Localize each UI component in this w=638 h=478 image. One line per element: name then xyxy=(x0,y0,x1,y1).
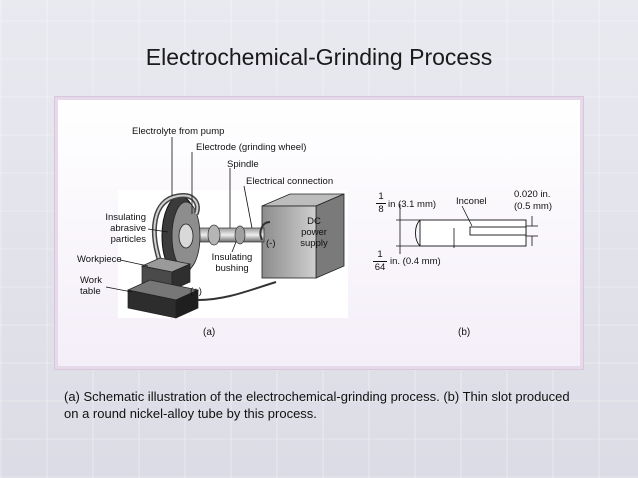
label-dim-64th-inch: in. (0.4 mm) xyxy=(390,256,441,267)
label-dc-power-supply: DC power supply xyxy=(300,216,328,249)
electrolyte-tube-highlight xyxy=(153,194,199,263)
label-slot-width-inch: 0.020 in. xyxy=(514,189,551,200)
label-workpiece: Workpiece xyxy=(77,254,122,265)
label-electrode: Electrode (grinding wheel) xyxy=(196,142,307,153)
fraction-64-denominator: 64 xyxy=(374,262,386,273)
fraction-64-numerator: 1 xyxy=(377,249,383,260)
spindle-shaft xyxy=(195,224,265,246)
slide-title: Electrochemical-Grinding Process xyxy=(145,44,493,70)
label-work-table: Work table xyxy=(80,275,102,297)
dimension-lines xyxy=(396,204,538,254)
fraction-bar xyxy=(376,203,386,204)
label-slot-width-mm: (0.5 mm) xyxy=(514,201,552,212)
tube-cross-section xyxy=(415,219,527,247)
label-insulating-abrasive-particles: Insulating abrasive particles xyxy=(105,212,146,245)
label-electrical-connection: Electrical connection xyxy=(246,176,334,187)
figure-a-sublabel: (a) xyxy=(203,327,216,338)
dc-power-supply-box xyxy=(261,193,345,279)
fraction-one-eighth-numerator: 1 xyxy=(378,191,384,202)
work-table-block xyxy=(126,279,200,319)
positive-wire xyxy=(197,281,277,301)
leader-lines xyxy=(105,137,253,293)
negative-wire xyxy=(259,221,271,241)
grinding-wheel xyxy=(161,195,201,277)
label-negative-terminal: (-) xyxy=(266,238,276,249)
label-positive-terminal: (+) xyxy=(190,286,202,297)
fraction-one-eighth: 1 8 xyxy=(376,192,386,215)
fraction-one-eighth-denominator: 8 xyxy=(378,204,384,215)
figure-caption: (a) Schematic illustration of the electr… xyxy=(64,389,570,421)
fraction-one-sixty-fourth: 1 64 xyxy=(373,250,387,273)
figure-b-sublabel: (b) xyxy=(458,327,471,338)
label-dim-eighth-inch: in (3.1 mm) xyxy=(388,199,437,210)
label-spindle: Spindle xyxy=(227,159,259,170)
label-inconel: Inconel xyxy=(456,196,487,207)
label-electrolyte-from-pump: Electrolyte from pump xyxy=(132,126,225,137)
fraction-bar xyxy=(373,261,387,262)
label-insulating-bushing: Insulating bushing xyxy=(211,252,253,274)
